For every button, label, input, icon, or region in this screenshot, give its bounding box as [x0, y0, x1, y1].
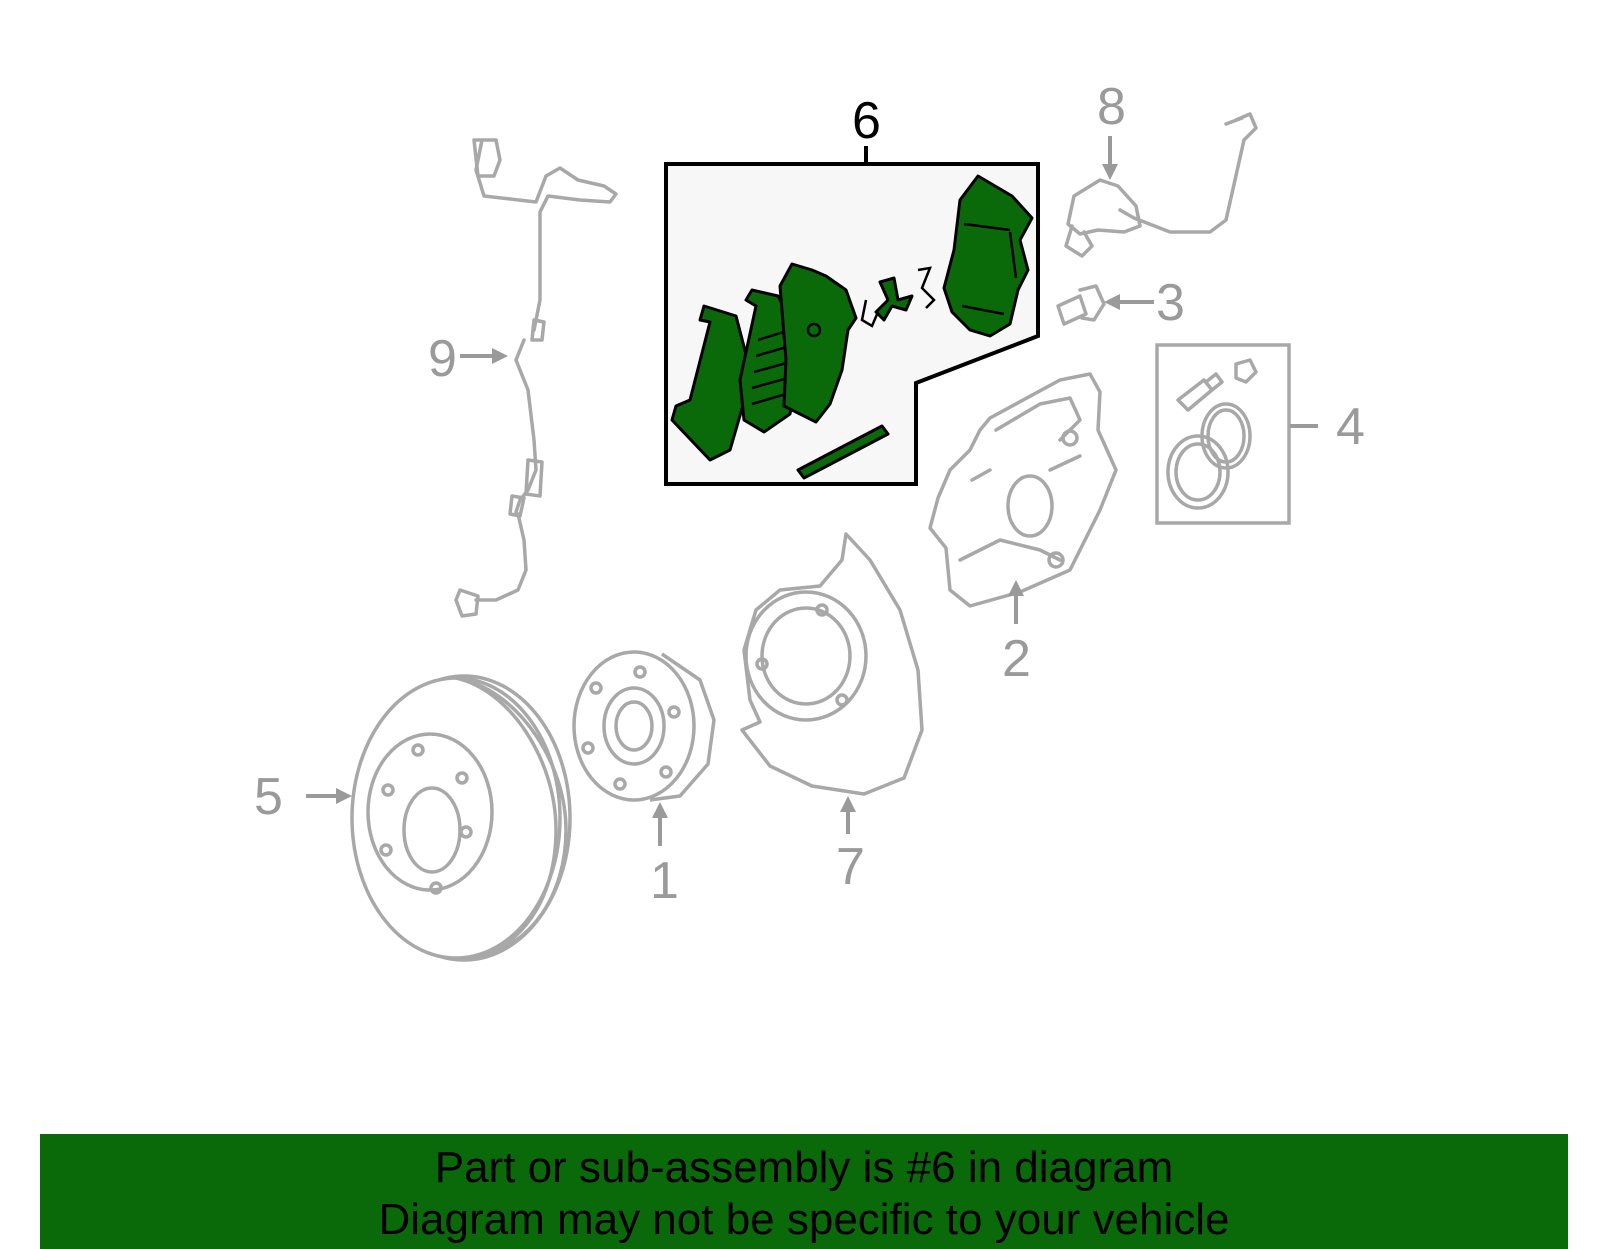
callout-5: 5: [254, 768, 283, 826]
wear-clip: [874, 276, 914, 322]
callout-3: 3: [1156, 274, 1185, 332]
banner-line-2: Diagram may not be specific to your vehi…: [378, 1195, 1230, 1244]
part-4-seal-kit[interactable]: [1155, 343, 1291, 525]
part-9-abs-sensor[interactable]: [454, 138, 618, 618]
callout-8: 8: [1097, 78, 1126, 136]
part-6-brake-pad-kit[interactable]: [664, 162, 1040, 486]
part-8-brake-hose[interactable]: [1064, 112, 1258, 258]
callout-9: 9: [428, 330, 457, 388]
outer-brake-pad: [942, 174, 1034, 338]
callout-4: 4: [1336, 398, 1365, 456]
part-3-bolt[interactable]: [1056, 284, 1106, 326]
part-5-rotor[interactable]: [350, 674, 572, 962]
callout-7: 7: [836, 838, 865, 896]
banner-line-1: Part or sub-assembly is #6 in diagram: [434, 1143, 1174, 1192]
part-2-caliper[interactable]: [928, 372, 1118, 608]
leader-arrows: [306, 136, 1318, 846]
part-1-hub-bearing[interactable]: [572, 650, 716, 802]
inner-brake-pad: [778, 262, 858, 424]
callout-2: 2: [1002, 630, 1031, 688]
callout-6: 6: [852, 92, 881, 150]
info-banner: Part or sub-assembly is #6 in diagram Di…: [40, 1134, 1568, 1249]
part-7-dust-shield[interactable]: [740, 532, 924, 796]
callout-1: 1: [650, 852, 679, 910]
guide-pin: [796, 424, 890, 480]
